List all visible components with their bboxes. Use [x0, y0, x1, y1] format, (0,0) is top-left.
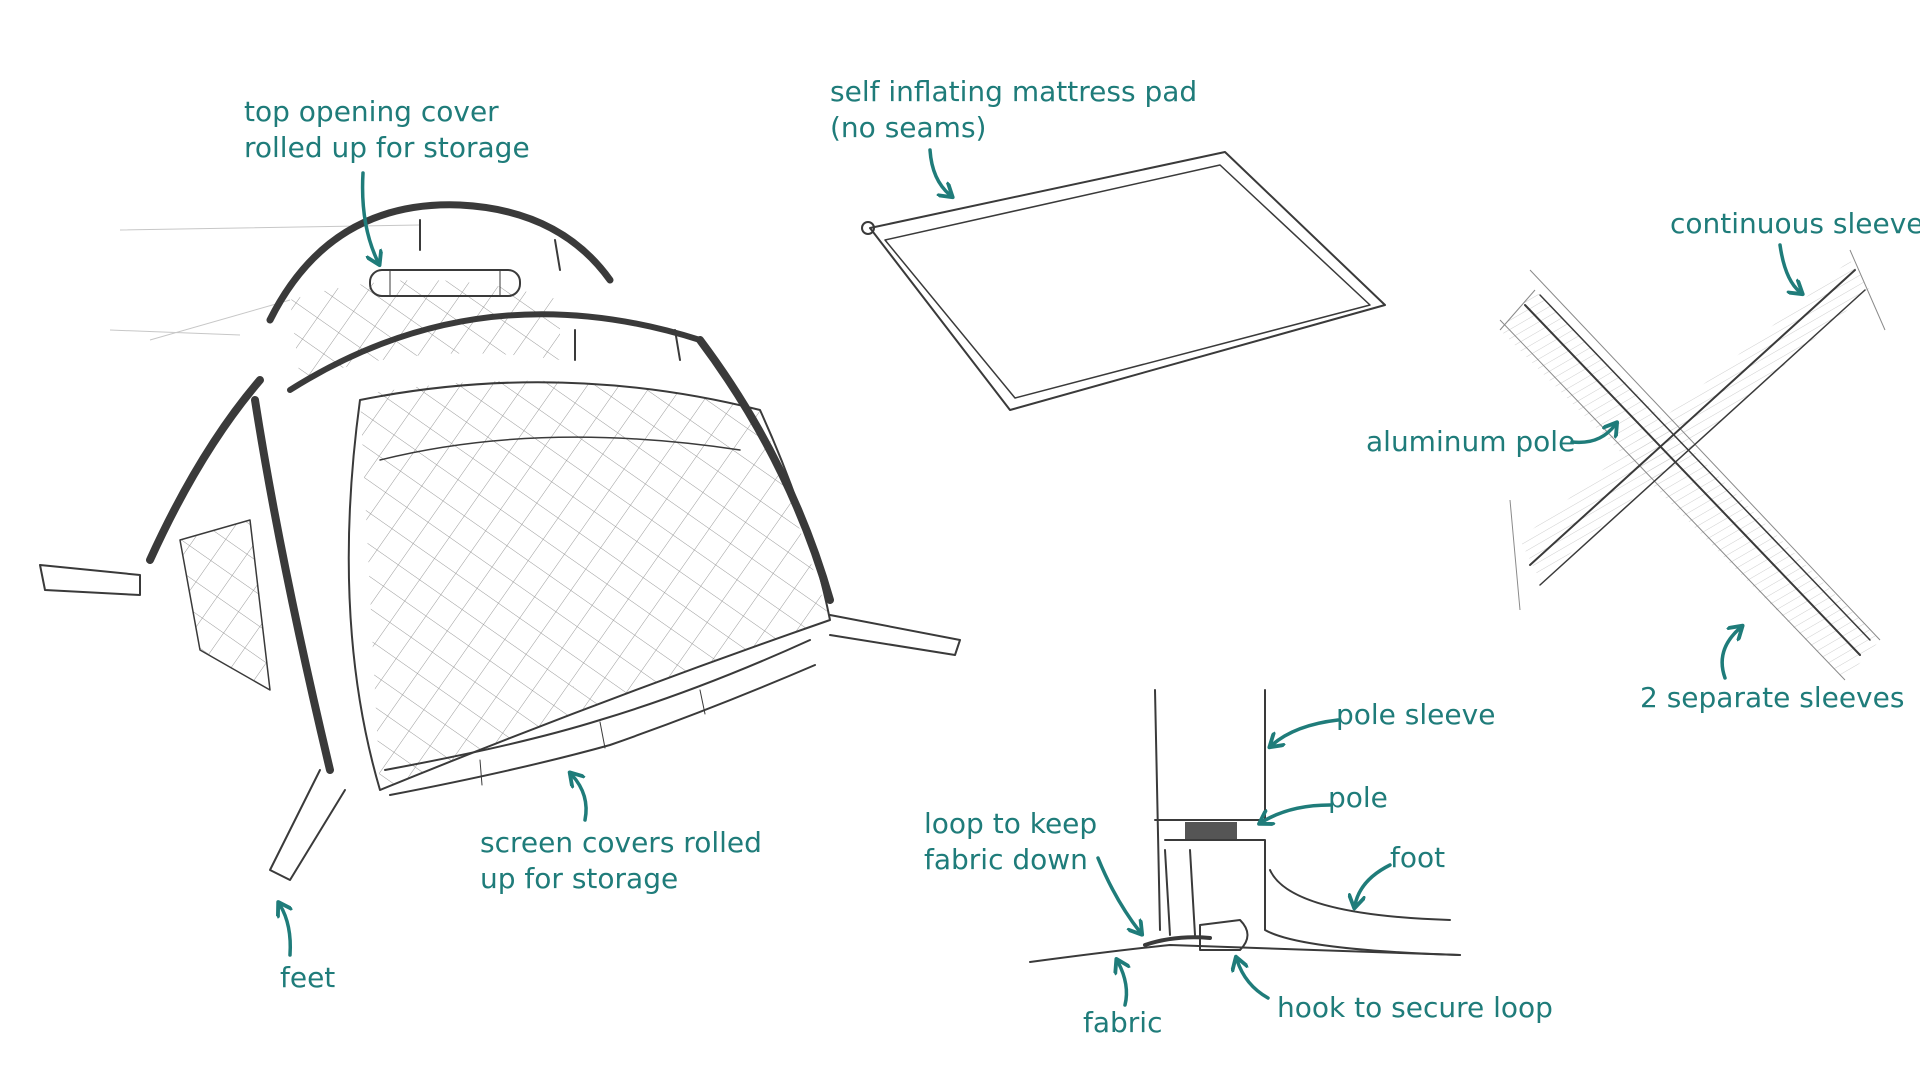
label-top-opening-cover: top opening cover rolled up for storage — [244, 94, 530, 166]
label-line: loop to keep — [924, 806, 1097, 842]
label-line: up for storage — [480, 861, 762, 897]
tent-illustration — [40, 205, 960, 880]
label-continuous-sleeve: continuous sleeve — [1670, 206, 1920, 242]
label-line: fabric down — [924, 842, 1097, 878]
label-aluminum-pole: aluminum pole — [1366, 424, 1575, 460]
pole-cross-illustration — [1500, 250, 1885, 680]
label-screen-covers: screen covers rolled up for storage — [480, 825, 762, 897]
label-loop: loop to keep fabric down — [924, 806, 1097, 878]
label-mattress-pad: self inflating mattress pad (no seams) — [830, 74, 1197, 146]
label-hook: hook to secure loop — [1277, 990, 1553, 1026]
label-feet: feet — [280, 960, 335, 996]
label-line: top opening cover — [244, 94, 530, 130]
label-separate-sleeves: 2 separate sleeves — [1640, 680, 1904, 716]
mattress-illustration — [862, 152, 1385, 410]
label-line: self inflating mattress pad — [830, 74, 1197, 110]
label-pole-sleeve: pole sleeve — [1336, 697, 1495, 733]
label-pole: pole — [1328, 780, 1388, 816]
label-fabric: fabric — [1083, 1005, 1162, 1041]
label-foot: foot — [1390, 840, 1445, 876]
label-line: rolled up for storage — [244, 130, 530, 166]
label-line: (no seams) — [830, 110, 1197, 146]
label-line: screen covers rolled — [480, 825, 762, 861]
